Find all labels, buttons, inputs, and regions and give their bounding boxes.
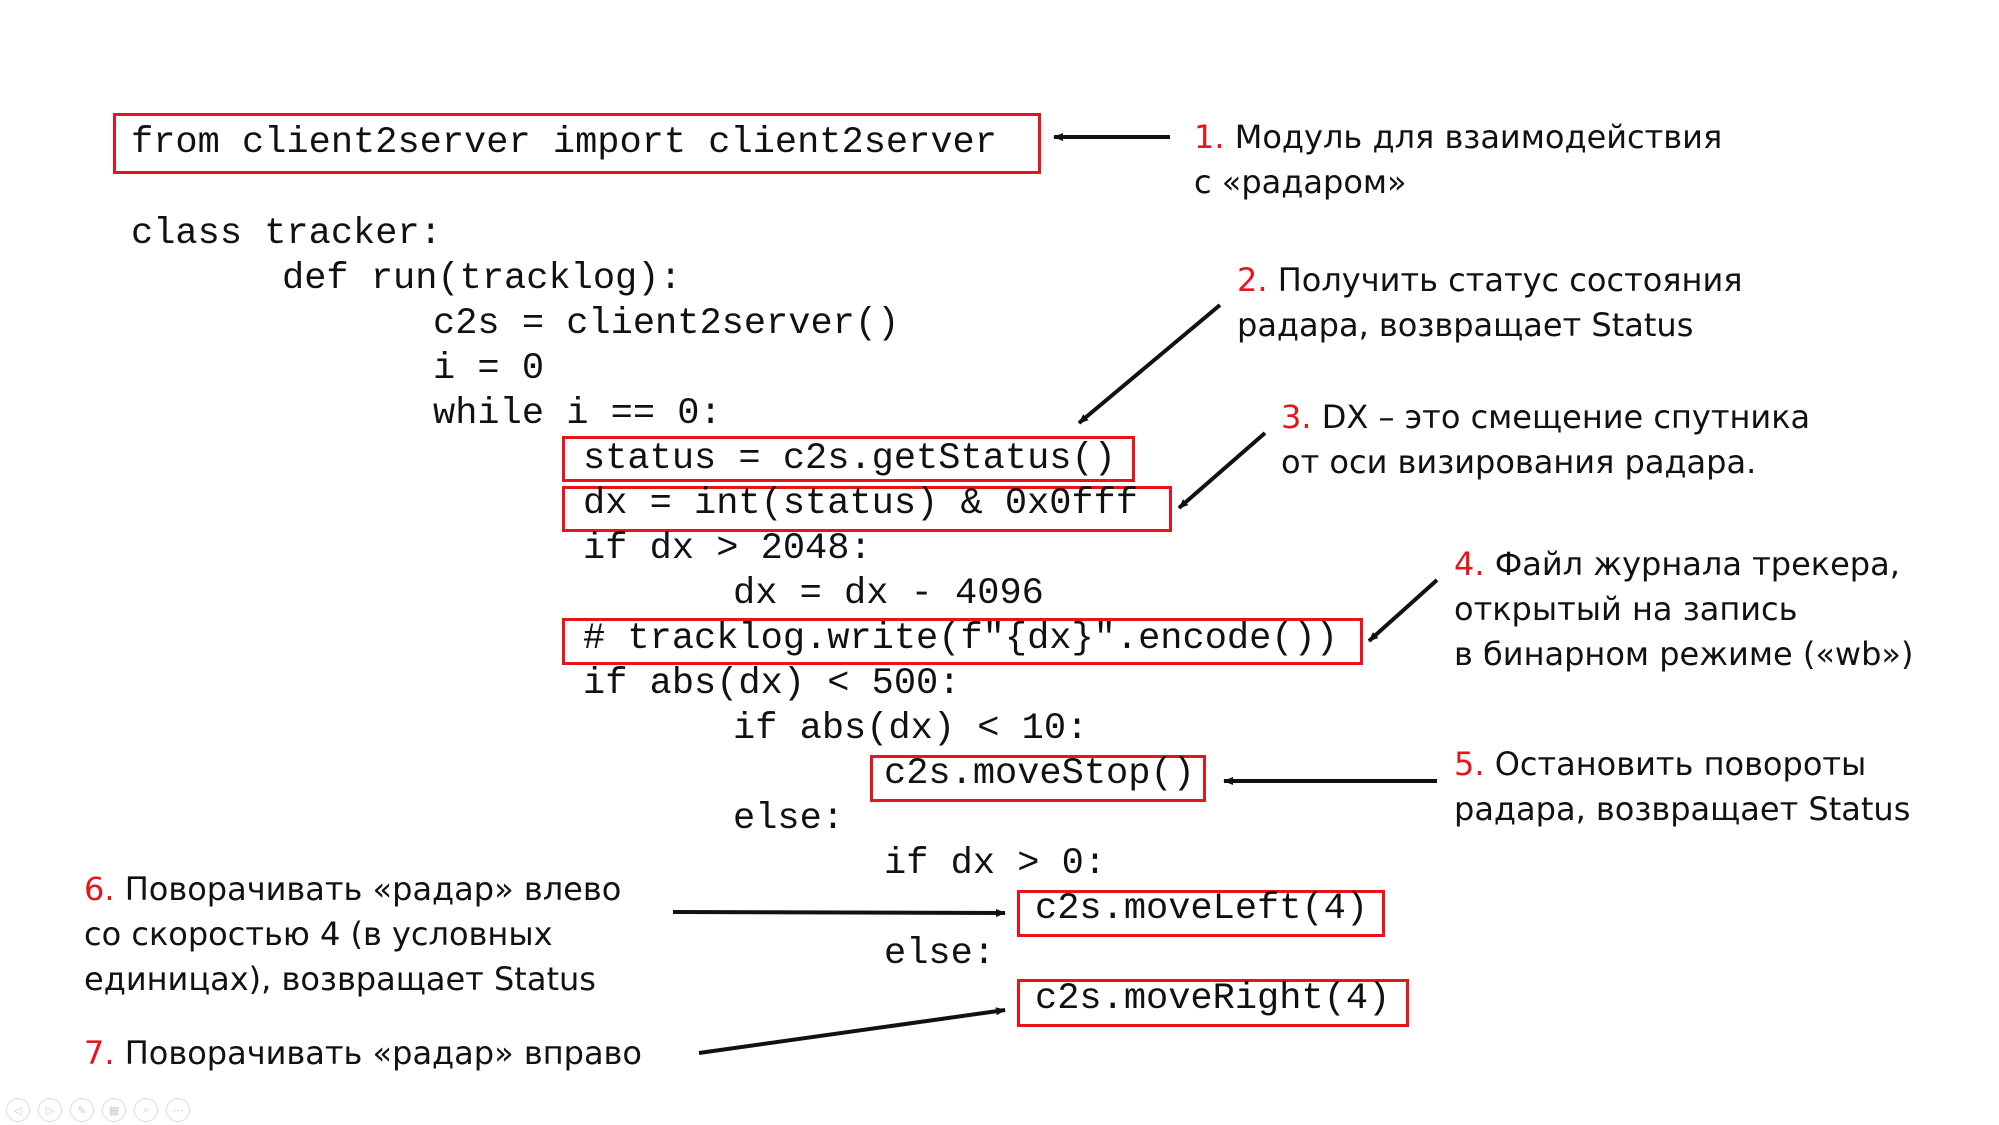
annotation-text: радара, возвращает Status bbox=[1237, 306, 1694, 344]
code-line: if abs(dx) < 500: bbox=[583, 663, 961, 705]
code-line: else: bbox=[733, 798, 845, 840]
zoom-icon[interactable]: ⌕ bbox=[134, 1098, 158, 1122]
annotation-number: 7. bbox=[84, 1034, 115, 1072]
code-line: c2s = client2server() bbox=[433, 303, 900, 345]
highlight-import bbox=[113, 113, 1041, 174]
annotation-text: радара, возвращает Status bbox=[1454, 790, 1911, 828]
annotation-number: 6. bbox=[84, 870, 115, 908]
code-line: status = c2s.getStatus() bbox=[583, 438, 1116, 480]
slideshow-controls: ◁ ▷ ✎ ▦ ⌕ ⋯ bbox=[6, 1098, 190, 1122]
annotation-text: от оси визирования радара. bbox=[1281, 443, 1757, 481]
code-line: from client2server import client2server bbox=[131, 122, 997, 164]
annotation-4: 4. Файл журнала трекера, открытый на запи… bbox=[1454, 542, 1913, 677]
code-line: else: bbox=[884, 933, 996, 975]
more-icon[interactable]: ⋯ bbox=[166, 1098, 190, 1122]
prev-icon[interactable]: ◁ bbox=[6, 1098, 30, 1122]
arrow-2 bbox=[1077, 303, 1222, 425]
code-line: dx = dx - 4096 bbox=[733, 573, 1044, 615]
next-icon[interactable]: ▷ bbox=[38, 1098, 62, 1122]
code-line: c2s.moveLeft(4) bbox=[1035, 888, 1369, 930]
annotation-text: Модуль для взаимодействия bbox=[1224, 118, 1723, 156]
pen-icon[interactable]: ✎ bbox=[70, 1098, 94, 1122]
annotation-text: единицах), возвращает Status bbox=[84, 960, 596, 998]
annotation-number: 3. bbox=[1281, 398, 1312, 436]
code-line: c2s.moveStop() bbox=[884, 753, 1195, 795]
highlight-moveright bbox=[1017, 979, 1409, 1027]
highlight-movestop bbox=[870, 755, 1206, 802]
highlight-dx bbox=[562, 486, 1172, 532]
annotation-text: Получить статус состояния bbox=[1267, 261, 1743, 299]
annotation-number: 1. bbox=[1194, 118, 1225, 156]
code-line: if dx > 2048: bbox=[583, 528, 872, 570]
annotation-text: Поворачивать «радар» вправо bbox=[114, 1034, 642, 1072]
arrow-6 bbox=[672, 908, 1006, 917]
annotation-text: Остановить повороты bbox=[1484, 745, 1867, 783]
code-line: if abs(dx) < 10: bbox=[733, 708, 1089, 750]
annotation-7: 7. Поворачивать «радар» вправо bbox=[84, 1031, 642, 1076]
annotation-6: 6. Поворачивать «радар» влево со скорость… bbox=[84, 867, 621, 1002]
highlight-tracklog bbox=[562, 618, 1363, 665]
annotation-text: с «радаром» bbox=[1194, 163, 1407, 201]
code-line: # tracklog.write(f"{dx}".encode()) bbox=[583, 618, 1338, 660]
code-line: c2s.moveRight(4) bbox=[1035, 978, 1391, 1020]
annotation-number: 2. bbox=[1237, 261, 1268, 299]
arrow-3 bbox=[1177, 431, 1267, 510]
code-line: while i == 0: bbox=[433, 393, 722, 435]
annotation-text: DX – это смещение спутника bbox=[1311, 398, 1811, 436]
arrow-7 bbox=[698, 1007, 1006, 1055]
code-line: def run(tracklog): bbox=[282, 258, 682, 300]
annotation-text: Файл журнала трекера, bbox=[1484, 545, 1900, 583]
annotation-number: 5. bbox=[1454, 745, 1485, 783]
annotation-text: в бинарном режиме («wb») bbox=[1454, 635, 1914, 673]
annotation-text: со скоростью 4 (в условных bbox=[84, 915, 553, 953]
annotation-1: 1. Модуль для взаимодействия с «радаром» bbox=[1194, 115, 1722, 205]
slides-icon[interactable]: ▦ bbox=[102, 1098, 126, 1122]
code-line: dx = int(status) & 0x0fff bbox=[583, 483, 1139, 525]
highlight-getstatus bbox=[562, 436, 1135, 482]
arrow-4 bbox=[1367, 578, 1439, 643]
annotation-text: открытый на запись bbox=[1454, 590, 1798, 628]
code-line: class tracker: bbox=[131, 213, 442, 255]
annotation-2: 2. Получить статус состояния радара, возв… bbox=[1237, 258, 1743, 348]
annotation-3: 3. DX – это смещение спутника от оси визи… bbox=[1281, 395, 1810, 485]
annotation-5: 5. Остановить повороты радара, возвращает… bbox=[1454, 742, 1910, 832]
annotation-text: Поворачивать «радар» влево bbox=[114, 870, 622, 908]
highlight-moveleft bbox=[1017, 890, 1385, 937]
annotation-number: 4. bbox=[1454, 545, 1485, 583]
code-line: i = 0 bbox=[433, 348, 545, 390]
code-line: if dx > 0: bbox=[884, 843, 1107, 885]
